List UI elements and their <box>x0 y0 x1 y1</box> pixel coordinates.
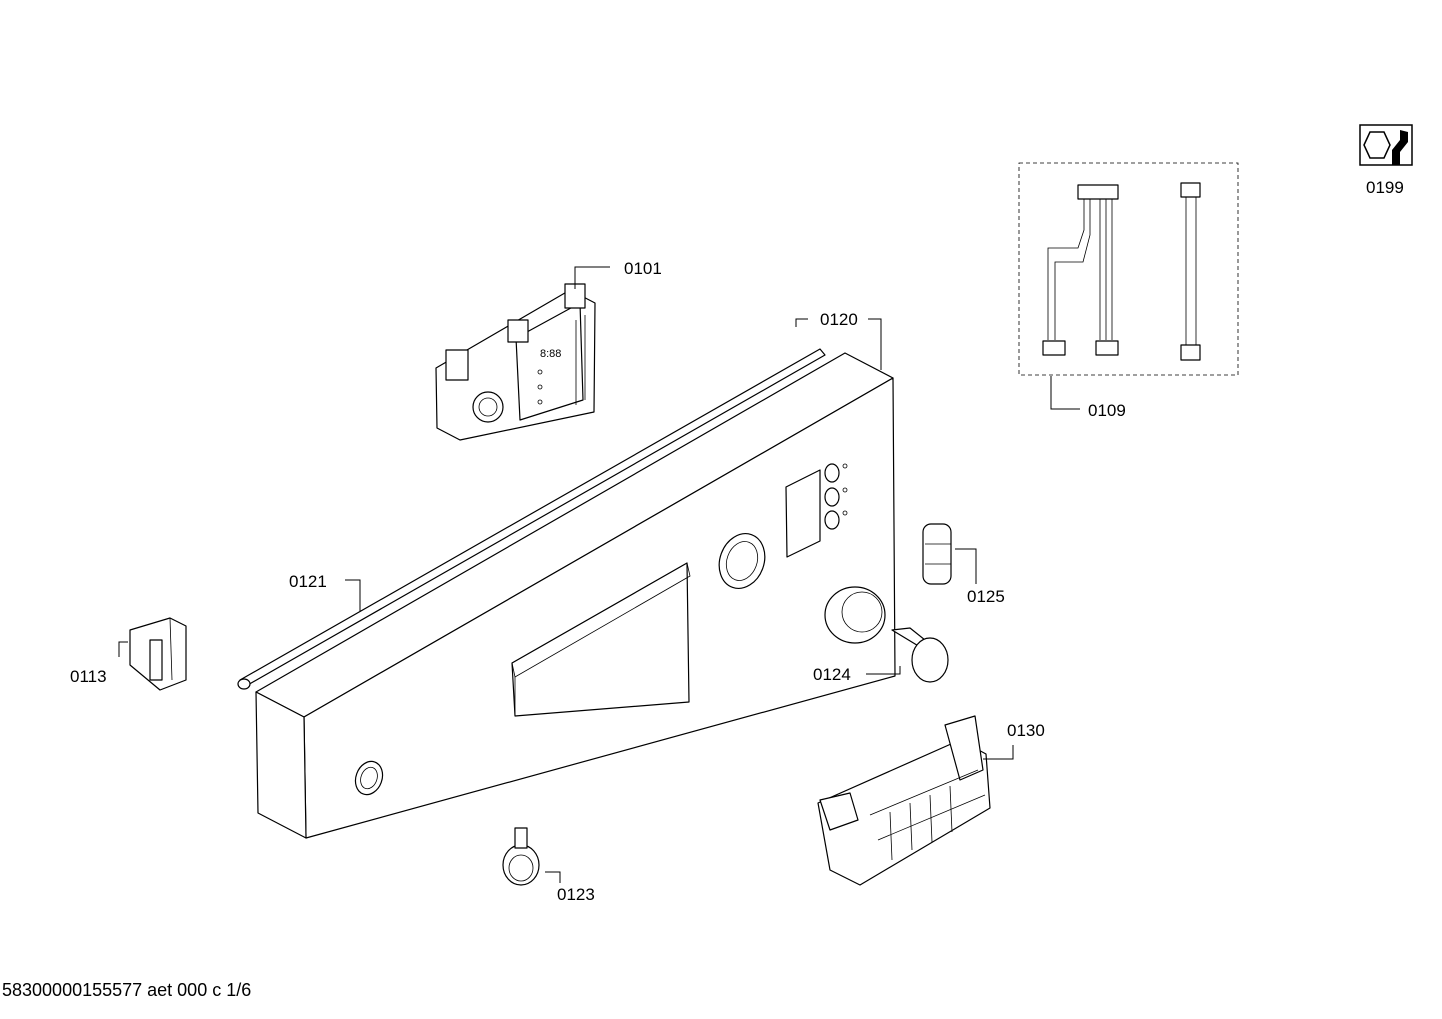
label-0120: 0120 <box>820 310 858 329</box>
module-display-readout: 8:88 <box>540 348 561 360</box>
label-0130: 0130 <box>1007 721 1045 740</box>
label-0124: 0124 <box>813 665 851 684</box>
label-0125: 0125 <box>967 587 1005 606</box>
document-id-footer: 58300000155577 aet 000 c 1/6 <box>2 980 252 1000</box>
connector-carrier-0130 <box>817 715 991 886</box>
bracket-0113 <box>129 617 187 691</box>
seal-strip <box>237 348 826 690</box>
label-0123: 0123 <box>557 885 595 904</box>
knob-0124 <box>824 586 949 683</box>
wrench-nut-icon <box>1359 124 1413 166</box>
control-panel-fascia <box>255 352 896 839</box>
label-0113: 0113 <box>70 667 107 686</box>
switch-0123 <box>502 827 540 886</box>
leader-lines <box>118 266 1080 883</box>
part-labels: 0101 0120 0109 0113 0121 0123 0124 0125 … <box>70 178 1404 904</box>
electronic-module: 8:88 <box>435 283 596 441</box>
cable-harness-0109 <box>1018 162 1239 376</box>
label-0109: 0109 <box>1088 401 1126 420</box>
label-0101: 0101 <box>624 259 662 278</box>
label-0121: 0121 <box>289 572 327 591</box>
buttons-0125 <box>922 523 952 585</box>
label-0199: 0199 <box>1366 178 1404 197</box>
